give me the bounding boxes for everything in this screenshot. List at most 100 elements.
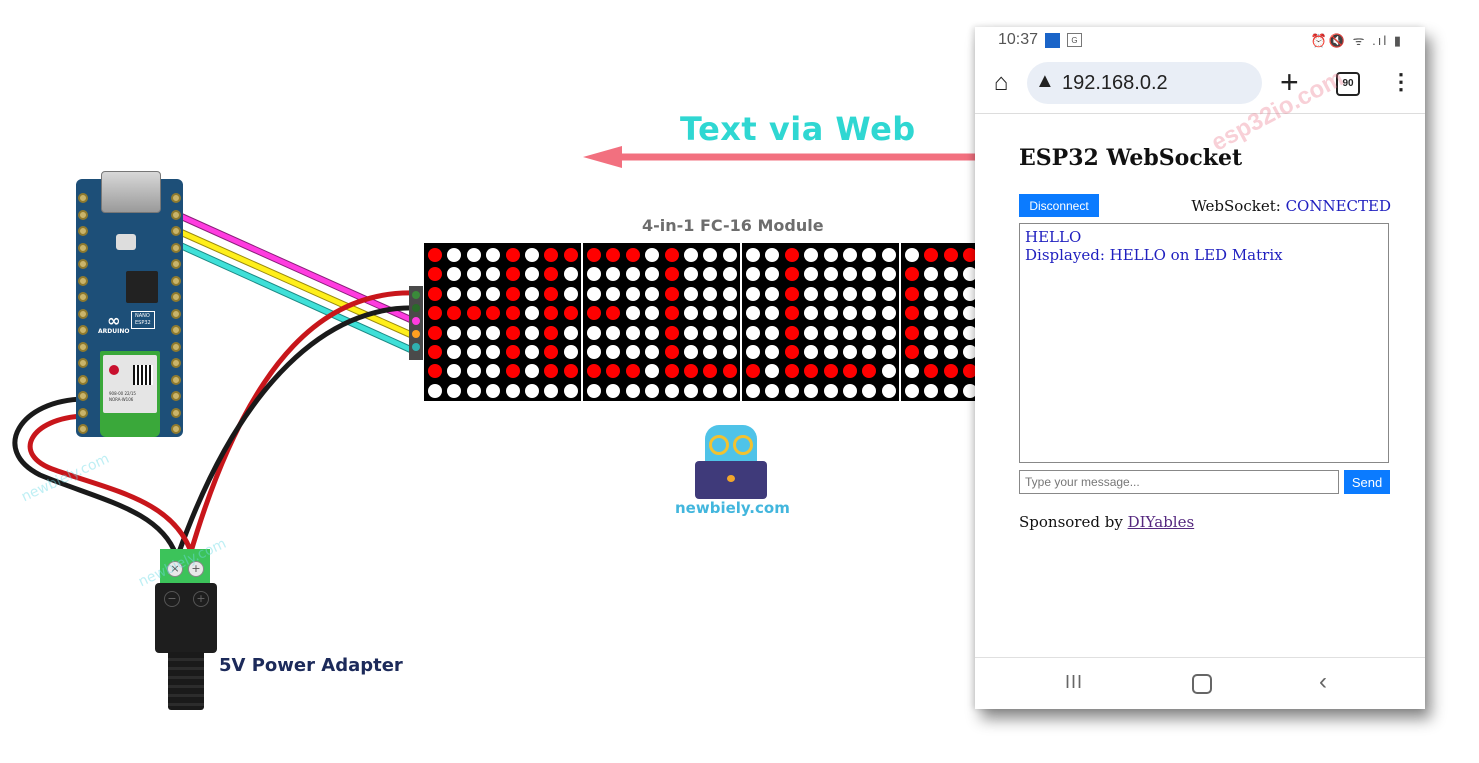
led-dot bbox=[862, 364, 877, 379]
led-dot bbox=[587, 364, 601, 379]
nav-back-icon[interactable]: ‹ bbox=[1319, 668, 1327, 695]
led-dot bbox=[563, 286, 578, 301]
led-dot bbox=[684, 345, 698, 359]
right-pin-header bbox=[171, 193, 181, 441]
led-dot bbox=[943, 306, 958, 321]
led-dot bbox=[905, 325, 919, 340]
led-dot bbox=[645, 364, 660, 379]
tab-switcher-button[interactable]: 90 bbox=[1336, 72, 1360, 96]
led-dot bbox=[905, 345, 919, 359]
more-menu-icon[interactable]: ⋮ bbox=[1390, 69, 1412, 94]
led-dot bbox=[924, 306, 939, 321]
wire-yellow bbox=[175, 228, 419, 340]
address-bar[interactable]: ▲ 192.168.0.2 bbox=[1027, 62, 1262, 104]
led-dot bbox=[684, 325, 698, 340]
led-dot bbox=[525, 383, 539, 398]
led-dot bbox=[722, 383, 737, 398]
led-dot bbox=[963, 306, 975, 321]
wire-magenta bbox=[175, 212, 419, 325]
led-dot bbox=[587, 286, 601, 301]
home-icon[interactable]: ⌂ bbox=[993, 69, 1009, 96]
led-dot bbox=[664, 383, 679, 398]
status-bar: 10:37 G ⏰🔇 ᯤ .ıl ▮ bbox=[975, 27, 1425, 55]
logo-text: newbiely.com bbox=[675, 499, 790, 517]
qr-code bbox=[133, 365, 153, 385]
arrow-label: Text via Web bbox=[680, 110, 916, 148]
power-adapter-label: 5V Power Adapter bbox=[219, 655, 403, 676]
nav-home-icon[interactable] bbox=[1192, 674, 1212, 694]
disconnect-button[interactable]: Disconnect bbox=[1019, 194, 1099, 217]
android-nav-bar: III ‹ bbox=[975, 657, 1425, 710]
led-dot bbox=[505, 325, 520, 340]
led-dot bbox=[943, 286, 958, 301]
dc-jack: − + bbox=[155, 583, 217, 653]
log-line: HELLO bbox=[1025, 228, 1082, 246]
led-dot bbox=[881, 325, 896, 340]
led-dot bbox=[625, 383, 640, 398]
led-dot bbox=[963, 364, 975, 379]
led-dot bbox=[684, 248, 698, 262]
led-dot bbox=[823, 383, 838, 398]
led-dot bbox=[606, 267, 621, 282]
newbiely-owl-logo-icon bbox=[695, 425, 767, 500]
led-dot bbox=[466, 364, 481, 379]
led-dot bbox=[625, 345, 640, 359]
led-dot bbox=[881, 248, 896, 262]
led-dot bbox=[428, 345, 442, 359]
led-dot bbox=[823, 325, 838, 340]
recent-apps-icon[interactable]: III bbox=[1065, 672, 1084, 692]
led-dot bbox=[862, 383, 877, 398]
arduino-nano-esp32-board: ∞ ARDUINO NANO ESP32 908-00 22/15 NORA-W… bbox=[76, 171, 183, 437]
led-dot bbox=[905, 267, 919, 282]
websocket-status: WebSocket: CONNECTED bbox=[1191, 197, 1391, 215]
led-dot bbox=[486, 286, 501, 301]
led-dot bbox=[447, 383, 462, 398]
led-dot bbox=[746, 286, 760, 301]
led-dot bbox=[606, 383, 621, 398]
left-pin-header bbox=[78, 193, 88, 441]
led-dot bbox=[466, 325, 481, 340]
led-dot bbox=[664, 248, 679, 262]
led-dot bbox=[544, 383, 559, 398]
led-dot bbox=[703, 325, 718, 340]
led-dot bbox=[466, 267, 481, 282]
led-dot bbox=[428, 306, 442, 321]
led-dot bbox=[447, 325, 462, 340]
led-dot bbox=[703, 248, 718, 262]
led-dot bbox=[905, 306, 919, 321]
board-model-label: NANO ESP32 bbox=[131, 311, 155, 329]
url-text[interactable]: 192.168.0.2 bbox=[1062, 72, 1168, 94]
led-dot bbox=[784, 267, 799, 282]
led-matrix-3 bbox=[742, 243, 899, 401]
wire-black-matrix bbox=[175, 305, 417, 556]
screw-terminal: × + bbox=[160, 549, 210, 583]
led-dot bbox=[765, 383, 780, 398]
led-dot bbox=[881, 364, 896, 379]
new-tab-icon[interactable]: + bbox=[1280, 64, 1299, 100]
led-matrix-1 bbox=[424, 243, 581, 401]
led-dot bbox=[544, 345, 559, 359]
led-dot bbox=[664, 267, 679, 282]
led-dot bbox=[804, 248, 819, 262]
led-dot bbox=[746, 248, 760, 262]
led-matrix-display bbox=[424, 243, 975, 401]
led-dot bbox=[905, 286, 919, 301]
warning-icon[interactable]: ▲ bbox=[1035, 70, 1055, 92]
dc-jack-plug bbox=[168, 652, 204, 710]
send-button[interactable]: Send bbox=[1344, 470, 1390, 494]
led-dot bbox=[924, 286, 939, 301]
message-input[interactable] bbox=[1019, 470, 1339, 494]
led-dot bbox=[943, 325, 958, 340]
led-dot bbox=[428, 267, 442, 282]
led-dot bbox=[722, 345, 737, 359]
led-dot bbox=[703, 364, 718, 379]
led-dot bbox=[843, 325, 857, 340]
message-log[interactable]: HELLO Displayed: HELLO on LED Matrix bbox=[1019, 223, 1389, 463]
led-dot bbox=[428, 248, 442, 262]
led-dot bbox=[625, 325, 640, 340]
led-dot bbox=[722, 267, 737, 282]
sponsor-link[interactable]: DIYables bbox=[1127, 513, 1195, 531]
led-dot bbox=[943, 364, 958, 379]
led-dot bbox=[784, 325, 799, 340]
led-dot bbox=[544, 364, 559, 379]
